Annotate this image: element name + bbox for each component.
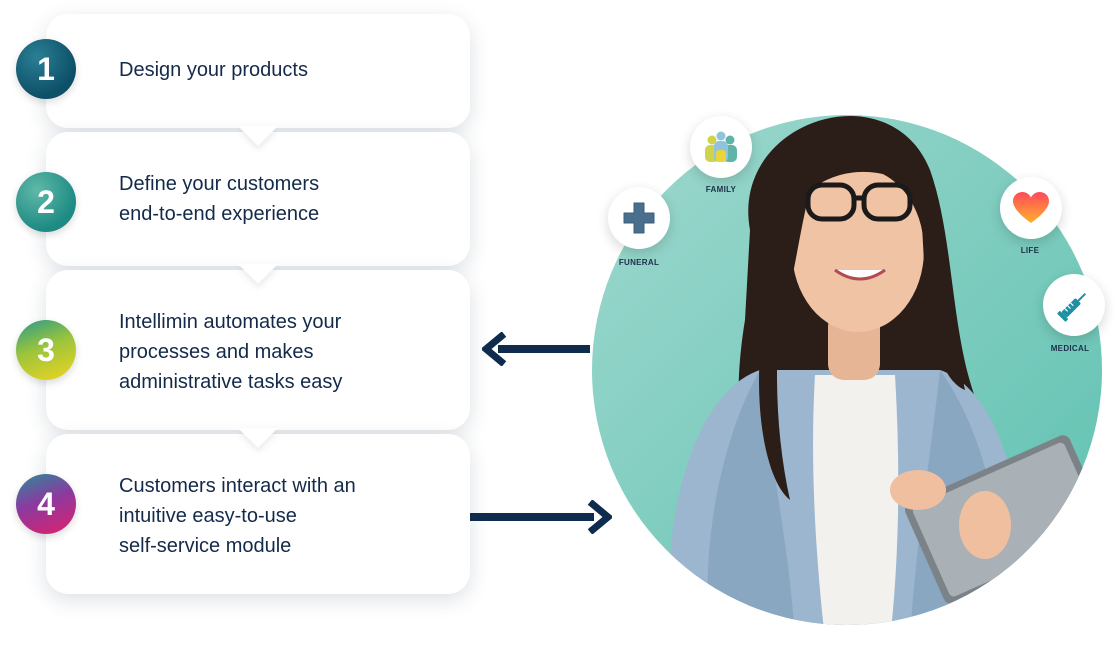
card-pointer	[238, 126, 278, 146]
step-1-text: Design your products	[119, 59, 308, 81]
family-icon	[705, 131, 737, 162]
step-card-4: Customers interact with an intuitive eas…	[46, 434, 470, 594]
step-card-3: Intellimin automates your processes and …	[46, 270, 470, 448]
arrow-left-icon	[482, 332, 590, 366]
medical-label: MEDICAL	[1050, 344, 1090, 353]
step-4-text: Customers interact with an intuitive eas…	[119, 475, 356, 557]
person-illustration	[592, 115, 1102, 625]
life-badge	[1000, 177, 1062, 239]
step-card-2: Define your customers end-to-end experie…	[46, 132, 470, 284]
medical-badge	[1043, 274, 1105, 336]
funeral-label: FUNERAL	[618, 258, 660, 267]
family-badge	[690, 116, 752, 178]
step-number-4: 4	[16, 474, 76, 534]
family-label: FAMILY	[705, 185, 737, 194]
arrow-right-icon	[470, 500, 612, 534]
step-number-2: 2	[16, 172, 76, 232]
life-label: LIFE	[1020, 246, 1040, 255]
step-number-1: 1	[16, 39, 76, 99]
step-3-text: Intellimin automates your processes and …	[119, 311, 343, 393]
heart-icon	[1013, 192, 1049, 223]
cross-icon	[623, 202, 655, 234]
step-card-1: Design your products	[46, 14, 470, 146]
card-pointer	[238, 264, 278, 284]
syringe-icon	[1057, 292, 1087, 322]
step-number-3: 3	[16, 320, 76, 380]
card-pointer	[238, 428, 278, 448]
step-2-text: Define your customers end-to-end experie…	[119, 173, 320, 225]
funeral-badge	[608, 187, 670, 249]
